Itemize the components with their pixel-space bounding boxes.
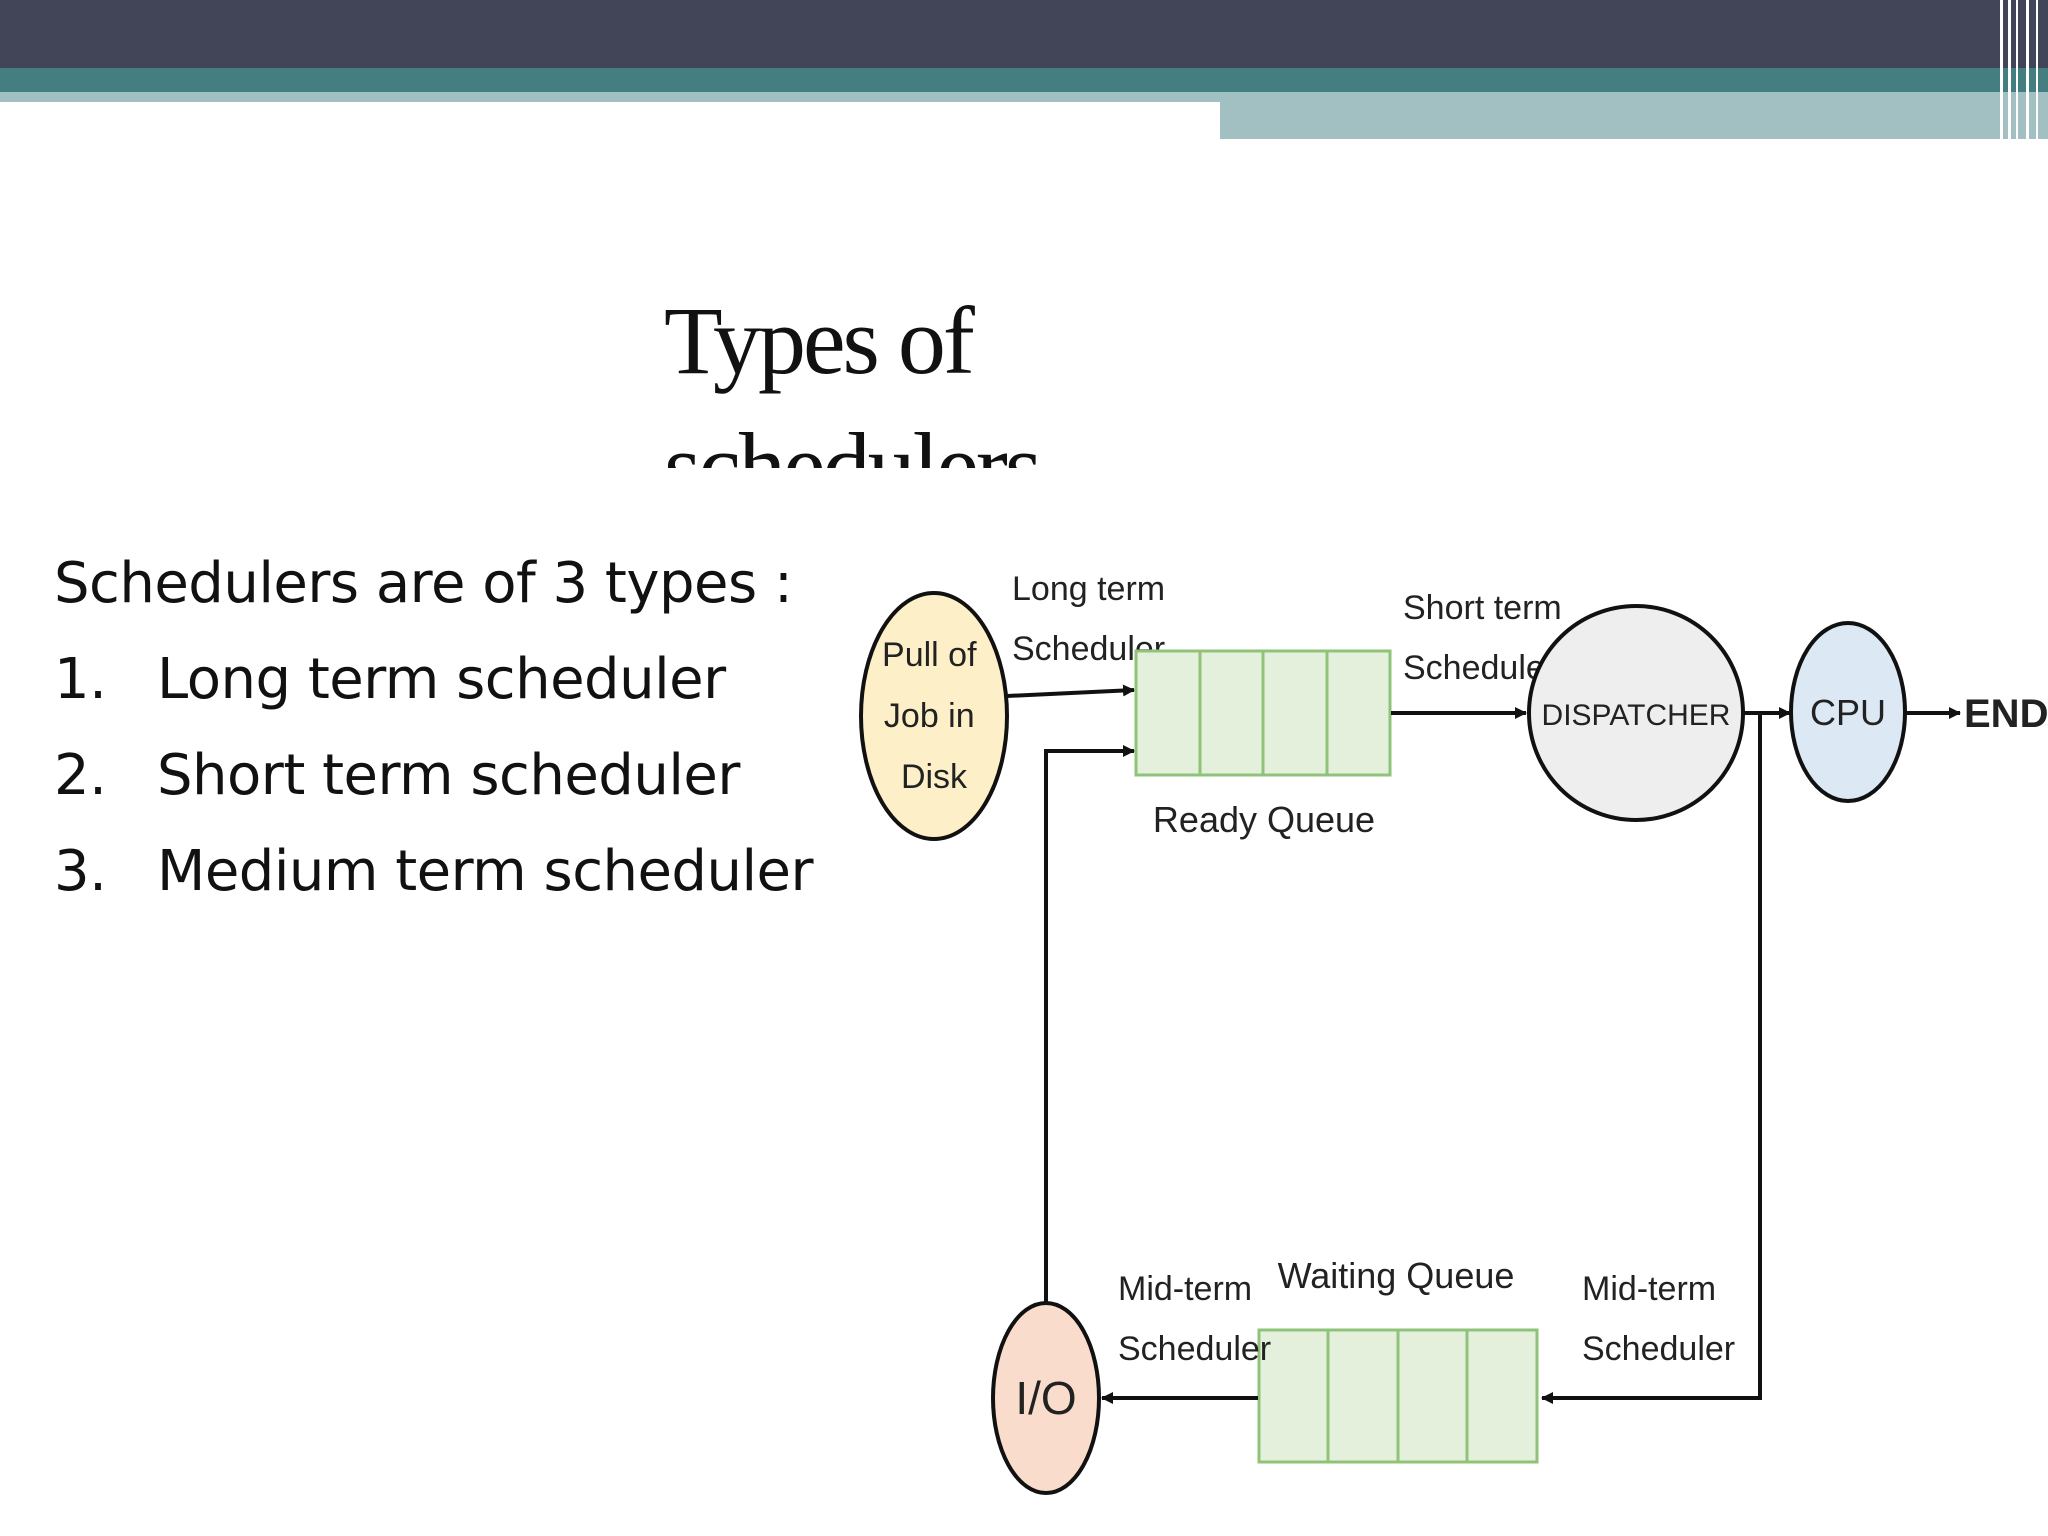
header-edge-lines [1996,0,2048,139]
job-pool-node [859,591,1009,841]
header-bar [0,0,2048,68]
job-pool-label: Pull of Job in Disk [882,636,986,796]
list-item: 2. Short term scheduler [54,728,854,824]
slide-title: Types of schedulers [664,287,1042,468]
io-label: I/O [1015,1372,1076,1424]
list-item: 3. Medium term scheduler [54,824,854,920]
list-number: 2. [54,743,107,808]
cpu-label: CPU [1810,692,1886,733]
list-number: 1. [54,647,107,712]
arrow-pool-to-ready [1006,684,1135,698]
arrow-io-to-ready [1044,745,1135,1303]
header-accent-band [0,68,2048,92]
long-term-scheduler-label: Long term Scheduler [1012,570,1175,668]
mid-term-scheduler-left-label: Mid-term Scheduler [1118,1270,1271,1368]
header-light-strip-wide [1220,92,2048,139]
dispatcher-label: DISPATCHER [1542,699,1731,732]
intro-text: Schedulers are of 3 types : [54,551,793,616]
ready-queue-label: Ready Queue [1153,799,1375,840]
waiting-queue-node [1257,1328,1539,1464]
dispatcher-node [1527,604,1745,822]
list-item: 1. Long term scheduler [54,632,854,728]
list-label: Short term scheduler [157,743,740,808]
list-number: 3. [54,839,107,904]
list-label: Long term scheduler [157,647,726,712]
scheduler-list: 1. Long term scheduler 2. Short term sch… [54,632,854,920]
slide-content: Schedulers are of 3 types : 1. Long term… [54,536,854,920]
waiting-queue-label: Waiting Queue [1278,1255,1515,1296]
arrow-to-waiting-queue [1541,713,1762,1404]
mid-term-scheduler-right-label: Mid-term Scheduler [1582,1270,1735,1368]
header-light-strip [0,92,1220,102]
short-term-scheduler-label: Short term Scheduler [1403,589,1571,687]
end-label: END [1964,692,2048,736]
ready-queue-node [1134,649,1392,777]
list-label: Medium term scheduler [157,839,814,904]
